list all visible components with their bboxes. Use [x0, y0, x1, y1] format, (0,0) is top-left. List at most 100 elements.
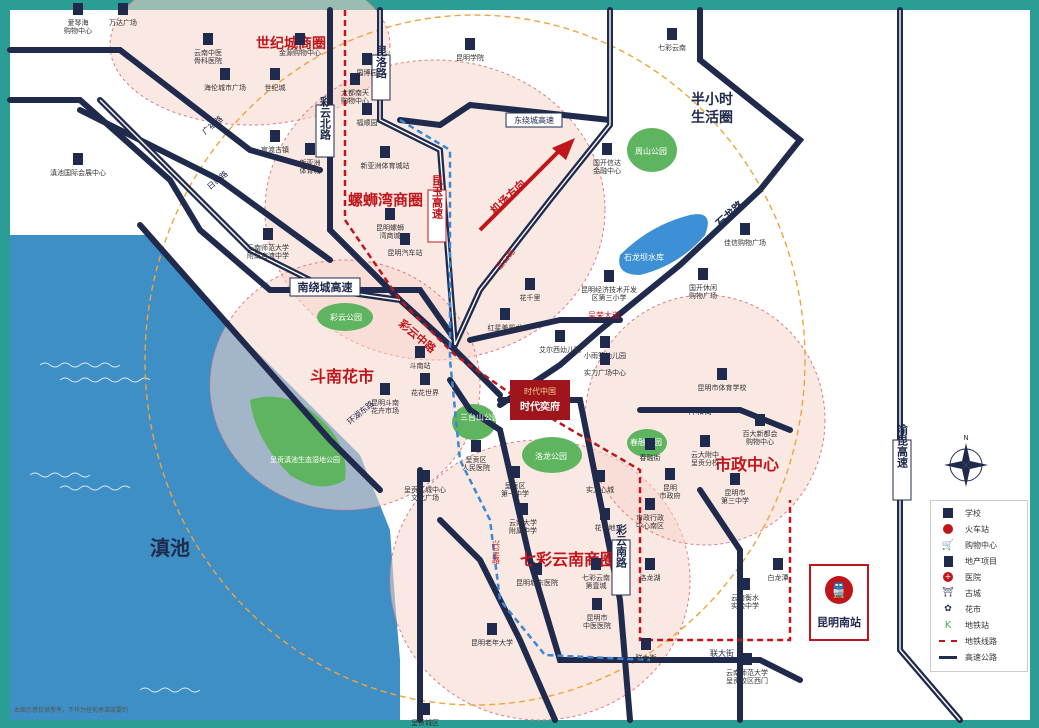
poi-label: 国开休闲	[689, 283, 717, 292]
poi-marker[interactable]: 呈贡城区	[411, 703, 439, 727]
poi-label: 实验中学	[731, 601, 759, 610]
poi-marker[interactable]: 实力心城	[586, 470, 614, 494]
park-laolong: 洛龙公园	[535, 451, 567, 461]
building-icon	[937, 555, 959, 567]
poi-marker[interactable]: 昆明市体育学校	[698, 368, 747, 392]
poi-label: 联大街	[636, 653, 657, 662]
poi-label: 呈贡校区西门	[726, 676, 768, 685]
building-icon	[592, 598, 602, 610]
poi-marker[interactable]: 昆明老年大学	[471, 623, 513, 647]
building-icon	[518, 503, 528, 515]
poi-marker[interactable]: 昆明汽车站	[388, 233, 423, 257]
poi-label: 新亚洲体育城站	[361, 161, 410, 170]
poi-label: 呈贡分校	[691, 458, 719, 467]
poi-marker[interactable]: 七彩云南	[658, 28, 686, 52]
building-icon	[471, 440, 481, 452]
poi-marker[interactable]: 艾尔西幼儿园	[539, 330, 581, 354]
poi-label: 区第三小学	[592, 293, 627, 302]
legend-item: 学校	[937, 505, 1021, 521]
poi-label: 七彩云南	[658, 43, 686, 52]
poi-marker[interactable]: 金源购物中心	[279, 33, 321, 57]
legend-item: 高速公路	[937, 649, 1021, 665]
poi-label: 实力广场中心	[584, 368, 626, 377]
poi-label: 爱琴海	[68, 18, 89, 27]
poi-marker[interactable]: 白龙潭	[768, 558, 789, 582]
poi-marker[interactable]: 新亚洲体育城	[300, 143, 321, 175]
building-icon	[645, 498, 655, 510]
poi-label: 市政行政	[636, 513, 664, 522]
building-icon	[203, 33, 213, 45]
poi-label: 购物中心	[64, 26, 92, 35]
poi-marker[interactable]: 滇池国际会展中心	[50, 153, 106, 177]
poi-label: 呈贡区	[466, 456, 487, 464]
project-marker[interactable]	[510, 380, 570, 420]
poi-marker[interactable]: 世纪城	[265, 68, 286, 92]
legend-label: 地铁线路	[965, 636, 997, 646]
poi-marker[interactable]: 昆明城东医院	[516, 563, 558, 587]
legend-label: 火车站	[965, 524, 989, 534]
building-icon	[270, 130, 280, 142]
hospital-icon: +	[943, 572, 953, 582]
poi-label: 购物中心	[746, 437, 774, 446]
parks-layer	[250, 128, 708, 487]
building-icon	[717, 368, 727, 380]
poi-marker[interactable]: 花千里	[520, 278, 541, 302]
poi-label: 昆明市	[587, 613, 608, 622]
poi-marker[interactable]: 昆明学院	[456, 38, 484, 62]
poi-label: 昆明斗南	[371, 398, 399, 407]
poi-label: 昆明市	[725, 488, 746, 497]
poi-marker[interactable]: 佳信购物广场	[724, 223, 766, 247]
poi-label: 花千里	[520, 293, 541, 302]
poi-marker[interactable]: 洛龙湖	[640, 558, 661, 582]
poi-label: 实力心城	[586, 485, 614, 494]
poi-marker[interactable]: 官渡古镇	[261, 130, 289, 154]
legend-item: 火车站	[937, 521, 1021, 537]
building-icon	[645, 558, 655, 570]
building-icon	[350, 73, 360, 85]
building-icon	[385, 208, 395, 220]
poi-marker[interactable]: 斗南站	[410, 346, 431, 370]
poi-marker[interactable]: 国博园	[357, 53, 378, 77]
road-lianda: 联大街	[710, 648, 734, 658]
poi-marker[interactable]: 福顺园	[357, 103, 378, 127]
poi-marker[interactable]: 花千地	[595, 508, 616, 532]
poi-marker[interactable]: 万达广场	[109, 3, 137, 27]
poi-marker[interactable]: 春融街	[640, 438, 661, 462]
legend-item: ✿花市	[937, 601, 1021, 617]
poi-label: 昆明城东医院	[516, 578, 558, 587]
poi-label: 官渡古镇	[261, 145, 289, 154]
poi-marker[interactable]: 花花世界	[411, 373, 439, 397]
poi-marker[interactable]: 红星美凯龙	[488, 308, 523, 332]
poi-label: 购物广场	[689, 291, 717, 300]
building-icon	[380, 146, 390, 158]
road-caiyunnan: 彩云南路	[615, 523, 629, 569]
poi-marker[interactable]: 新亚洲体育城站	[361, 146, 410, 170]
poi-marker[interactable]: 联大街	[636, 638, 657, 662]
road-caiyunbei: 彩云北路	[319, 95, 333, 141]
poi-marker[interactable]: 实力广场中心	[584, 353, 626, 377]
poi-marker[interactable]: 海伦城市广场	[204, 68, 246, 92]
